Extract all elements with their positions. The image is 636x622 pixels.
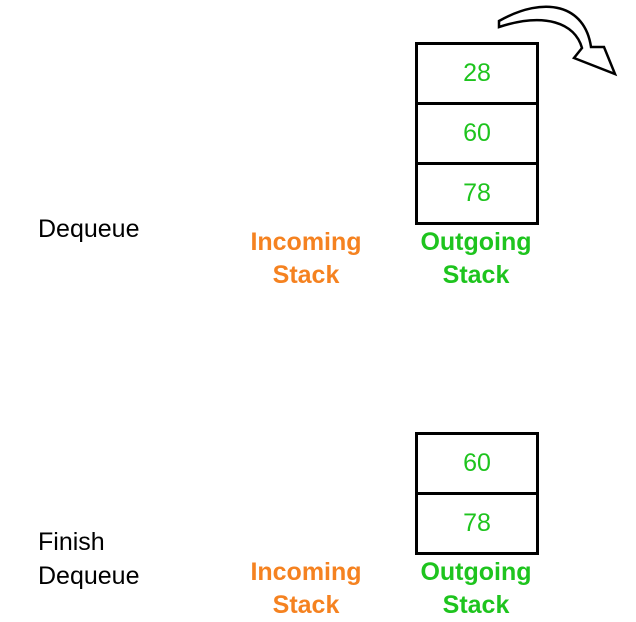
step-label-dequeue: Dequeue xyxy=(38,212,139,246)
caption-line: Stack xyxy=(442,591,510,619)
outgoing-stack: 28 60 78 xyxy=(415,42,539,225)
caption-line: Incoming xyxy=(250,228,362,256)
stack-cell: 60 xyxy=(418,435,536,495)
caption-line: Stack xyxy=(442,261,510,289)
stack-cell: 28 xyxy=(418,45,536,105)
stack-cell: 60 xyxy=(418,105,536,165)
outgoing-stack-caption: Outgoing Stack xyxy=(396,226,556,292)
step-label-line: Dequeue xyxy=(38,215,140,243)
outgoing-stack-caption: Outgoing Stack xyxy=(396,556,556,622)
stack-cell: 78 xyxy=(463,179,491,207)
curved-arrow-icon xyxy=(497,5,618,77)
step-label-line: Dequeue xyxy=(38,562,140,590)
step-label-line: Finish xyxy=(38,528,105,556)
caption-line: Outgoing xyxy=(420,228,532,256)
caption-line: Outgoing xyxy=(420,558,532,586)
incoming-stack-caption: Incoming Stack xyxy=(226,226,386,292)
caption-line: Stack xyxy=(272,261,340,289)
outgoing-stack: 60 78 xyxy=(415,432,539,555)
caption-line: Stack xyxy=(272,591,340,619)
stack-cell: 78 xyxy=(463,509,491,537)
incoming-stack-caption: Incoming Stack xyxy=(226,556,386,622)
caption-line: Incoming xyxy=(250,558,362,586)
step-label-finish-dequeue: Finish Dequeue xyxy=(38,525,139,593)
